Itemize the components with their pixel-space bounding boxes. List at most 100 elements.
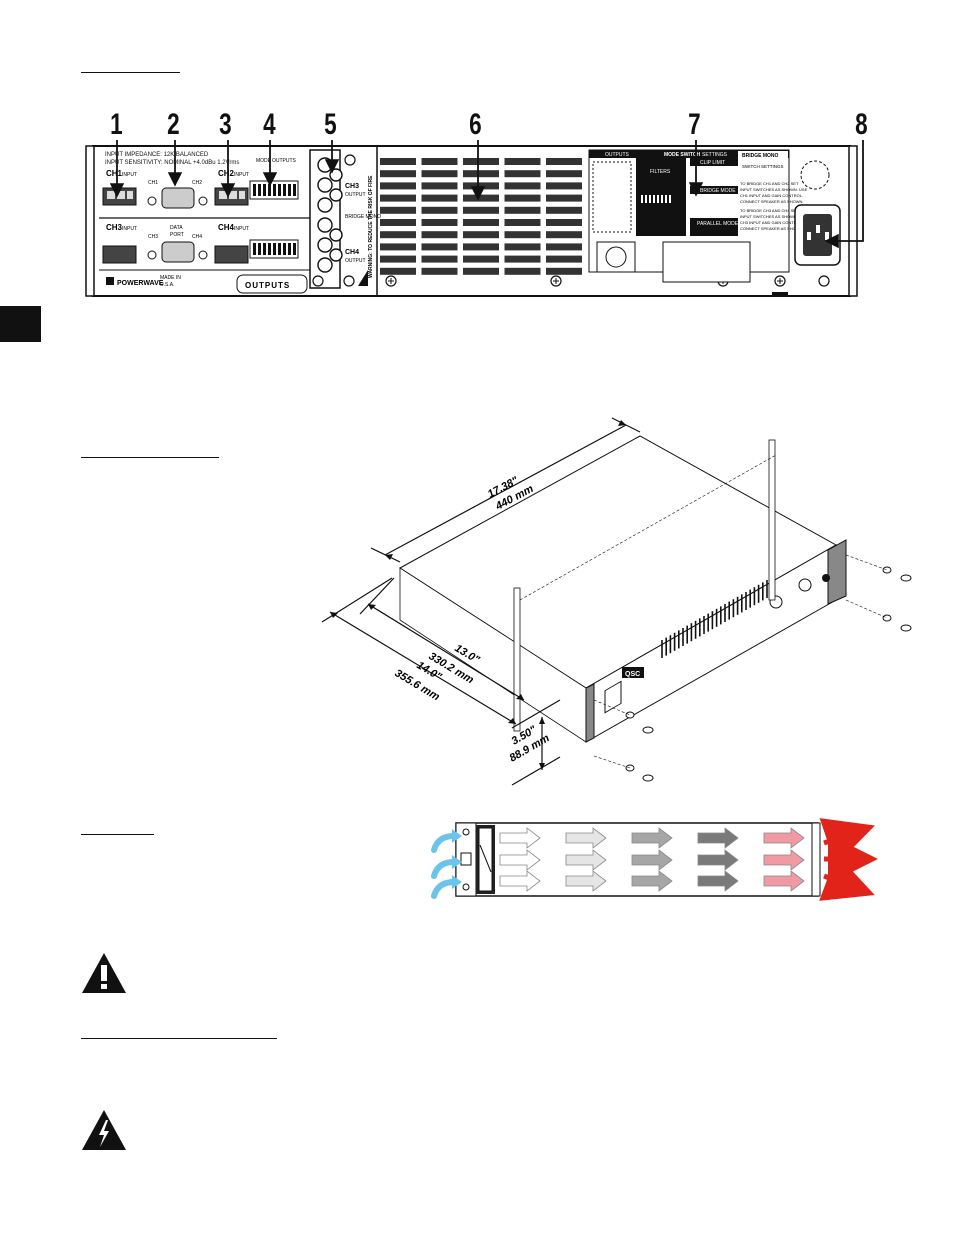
vent-slot (504, 170, 541, 178)
vent-slot (504, 267, 541, 275)
vent-slot (421, 182, 458, 190)
airflow-arrow (631, 827, 673, 849)
airflow-arrow (565, 849, 607, 871)
vent-slot (504, 219, 541, 226)
fan-connector-pattern (800, 160, 830, 190)
vent-slot (463, 158, 499, 165)
input-sensitivity-text: INPUT SENSITIVITY: NOMINAL +4.0dBu 1.2Vr… (105, 160, 239, 166)
data-port-top-connector[interactable] (161, 187, 195, 209)
screw (385, 275, 397, 287)
screw (343, 275, 355, 287)
airflow-arrow (763, 870, 805, 892)
screw (312, 275, 324, 287)
vent-slot (380, 243, 416, 251)
airflow-arrow (697, 827, 739, 849)
output-ch3-output-label: OUTPUT (345, 192, 366, 198)
label-clip-limit: CLIP LIMIT (700, 160, 725, 166)
vent-slot (421, 255, 458, 263)
dsub-ch1-label: CH1 (148, 180, 158, 186)
vent-slot (463, 182, 499, 190)
vent-slot (546, 158, 582, 165)
mode-label: MODE (256, 158, 272, 164)
screw (774, 275, 786, 287)
caution-triangle-icon (82, 953, 126, 993)
vent-slot (504, 194, 541, 202)
section-rule-airflow (81, 834, 154, 835)
label-mode-switch: MODE SWITCH (664, 152, 700, 158)
brand-logo: POWERWAVE (117, 280, 164, 287)
serial-label-area (662, 241, 751, 283)
ch4-input-connector[interactable] (214, 245, 249, 264)
vent-slot (546, 267, 582, 275)
front-brand-text: QSC (625, 671, 640, 678)
vent-slot (546, 206, 582, 214)
ch2-label: CH2 (218, 169, 235, 178)
callout-4: 4 (263, 108, 276, 141)
airflow-intake-arrows (431, 833, 457, 899)
section-rule-power (81, 1038, 277, 1039)
screw (550, 275, 562, 287)
airflow-rear-panel (811, 822, 821, 897)
rear-panel-figure: INPUT IMPEDANCE: 12K BALANCED INPUT SENS… (85, 140, 864, 297)
airflow-arrow (697, 849, 739, 871)
ch4-input-label: INPUT (234, 226, 249, 232)
front-brand-badge (622, 667, 644, 678)
bridge-mono-label: BRIDGE MONO (345, 214, 381, 220)
airflow-arrow (565, 870, 607, 892)
depth-dimension-line (384, 424, 627, 556)
brand-logo-mark (106, 277, 114, 285)
section-rule-dimensions (81, 457, 219, 458)
airflow-arrow (499, 870, 541, 892)
airflow-arrow (499, 849, 541, 871)
vent-slot (421, 170, 458, 178)
vent-slot (421, 158, 458, 165)
airflow-arrow (763, 849, 805, 871)
rear-vent-grille (380, 158, 582, 275)
port-label: PORT (170, 232, 184, 238)
label-bridge-mode: BRIDGE MODE (700, 188, 736, 194)
vent-slot (463, 170, 499, 178)
airflow-arrow (697, 870, 739, 892)
callout-2: 2 (167, 108, 180, 141)
ch3-input-connector[interactable] (102, 245, 137, 264)
vent-slot (504, 243, 541, 251)
vent-slot (421, 194, 458, 202)
vent-slot (546, 255, 582, 263)
warning-vertical-text: WARNING: TO REDUCE THE RISK OF FIRE (368, 175, 374, 278)
airflow-interior-arrows (499, 827, 805, 892)
ch1-label: CH1 (106, 169, 123, 178)
front-ear-left (585, 683, 595, 743)
vent-slot (546, 243, 582, 251)
label-bridge-mono: BRIDGE MONO (742, 153, 779, 159)
callout-8: 8 (855, 108, 868, 141)
airflow-arrow (631, 849, 673, 871)
vent-slot (421, 243, 458, 251)
dsub-ch4-label: CH4 (192, 234, 202, 240)
vent-slot (421, 206, 458, 214)
data-port-bottom-connector[interactable] (161, 241, 195, 263)
page-side-tab (0, 306, 41, 342)
vent-slot (421, 219, 458, 226)
callout-7: 7 (688, 108, 701, 141)
dsub-ch3-label: CH3 (148, 234, 158, 240)
label-switch-settings: SWITCH SETTINGS (742, 164, 784, 169)
dsub-ch2-label: CH2 (192, 180, 202, 186)
vent-slot (380, 231, 416, 239)
vent-slot (504, 231, 541, 239)
ch4-label: CH4 (218, 223, 235, 232)
vent-slot (546, 194, 582, 202)
vent-slot (380, 182, 416, 190)
vent-slot (463, 255, 499, 263)
vent-slot (421, 231, 458, 239)
made-in-label: MADE IN (160, 275, 181, 281)
usa-label: U.S.A. (160, 282, 174, 288)
airflow-arrow (565, 827, 607, 849)
vent-slot (546, 182, 582, 190)
callout-6: 6 (469, 108, 482, 141)
bridge-note-line-5: TO BRIDGE CH3 AND CH4 SET (740, 208, 799, 213)
vent-slot (380, 158, 416, 165)
callout-8-arrow (824, 140, 864, 249)
vent-slot (463, 243, 499, 251)
vent-slot (463, 231, 499, 239)
screw (344, 154, 356, 166)
